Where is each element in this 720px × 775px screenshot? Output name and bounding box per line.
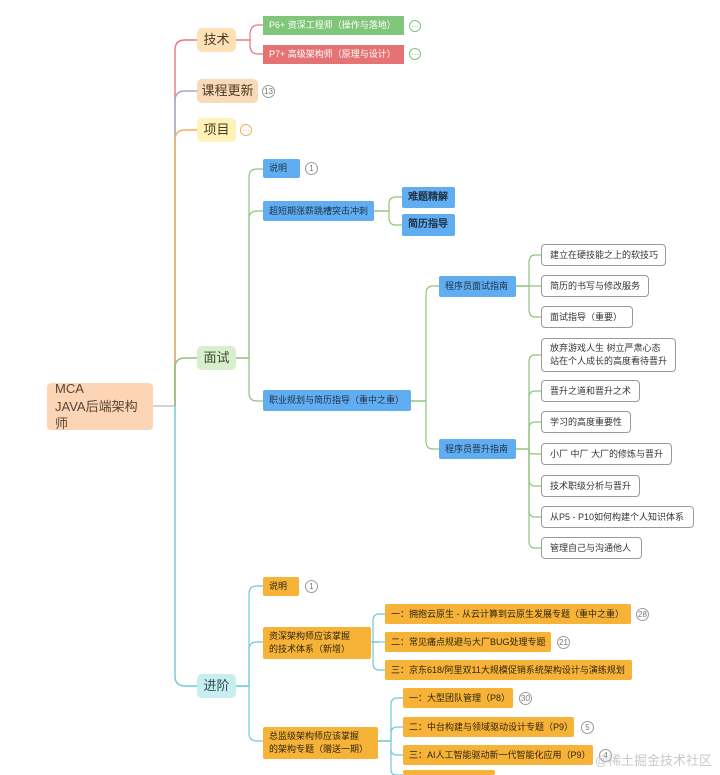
chief-team-count-badge[interactable]: 30 bbox=[519, 692, 532, 705]
senior-promotion-node[interactable]: 三：京东618/阿里双11大规模促销系统架构设计与演练规划 bbox=[385, 660, 632, 680]
branch-tech[interactable]: 技术 bbox=[197, 28, 236, 52]
promote-company-item[interactable]: 小厂 中厂 大厂的修炼与晋升 bbox=[541, 443, 672, 465]
branch-project[interactable]: 项目 bbox=[197, 118, 236, 142]
root-line2: JAVA后端架构师 bbox=[55, 398, 138, 432]
promote-knowledge-item[interactable]: 从P5 - P10如何构建个人知识体系 bbox=[541, 506, 694, 528]
advanced-explain-count-badge[interactable]: 1 bbox=[305, 580, 318, 593]
branch-course-update[interactable]: 课程更新 bbox=[197, 79, 258, 103]
chief-ddd-count-badge[interactable]: 5 bbox=[581, 721, 594, 734]
course-count-badge[interactable]: 13 bbox=[262, 85, 275, 98]
project-expand-icon[interactable]: ⋯ bbox=[240, 124, 252, 136]
promote-management-item[interactable]: 管理自己与沟通他人 bbox=[541, 537, 642, 559]
career-promote-node[interactable]: 程序员晋升指南 bbox=[439, 439, 516, 459]
sprint-puzzle-node[interactable]: 难题精解 bbox=[402, 187, 455, 208]
chief-line1: 总监级架构师应该掌握 bbox=[269, 730, 360, 741]
tech-p7-expand-icon[interactable]: ⋯ bbox=[409, 48, 421, 60]
chief-ai-count-badge[interactable]: 4 bbox=[599, 749, 612, 762]
branch-interview[interactable]: 面试 bbox=[197, 346, 236, 370]
watermark: @稀土掘金技术社区 bbox=[594, 753, 712, 768]
tech-p7-node[interactable]: P7+ 高级架构师（原理与设计） bbox=[263, 45, 404, 64]
career-guide-node[interactable]: 程序员面试指南 bbox=[439, 276, 516, 297]
sprint-resume-node[interactable]: 简历指导 bbox=[402, 214, 455, 236]
advanced-explain-node[interactable]: 说明 bbox=[263, 577, 299, 596]
guide-soft-skills-item[interactable]: 建立在硬技能之上的软技巧 bbox=[541, 244, 666, 266]
interview-career-node[interactable]: 职业规划与简历指导（重中之重） bbox=[263, 390, 411, 411]
tech-p6-expand-icon[interactable]: ⋯ bbox=[409, 20, 421, 32]
branch-advanced[interactable]: 进阶 bbox=[197, 674, 236, 698]
chief-line2: 的架构专题（赠送一期） bbox=[269, 744, 369, 754]
advanced-chief-node[interactable]: 总监级架构师应该掌握 的架构专题（赠送一期） bbox=[263, 727, 378, 759]
guide-resume-service-item[interactable]: 简历的书写与修改服务 bbox=[541, 275, 649, 297]
guide-interview-tips-item[interactable]: 面试指导（重要） bbox=[541, 306, 633, 328]
promote-learning-item[interactable]: 学习的高度重要性 bbox=[541, 411, 631, 433]
chief-ddd-node[interactable]: 二：中台构建与领域驱动设计专题（P9） bbox=[403, 717, 574, 737]
chief-extra-node-partial[interactable] bbox=[403, 770, 495, 775]
senior-line1: 资深架构师应该掌握 bbox=[269, 630, 351, 641]
chief-ai-node[interactable]: 三：AI人工智能驱动新一代智能化应用（P9） bbox=[403, 745, 593, 765]
promote-mindset-line2: 站在个人成长的高度看待晋升 bbox=[550, 356, 668, 366]
advanced-senior-node[interactable]: 资深架构师应该掌握 的技术体系（新增） bbox=[263, 627, 371, 659]
root-node[interactable]: MCA JAVA后端架构师 bbox=[47, 381, 153, 432]
promote-mindset-item[interactable]: 放弃游戏人生 树立严肃心态 站在个人成长的高度看待晋升 bbox=[541, 338, 676, 372]
senior-cloud-native-node[interactable]: 一：拥抱云原生 - 从云计算到云原生发展专题（重中之重） bbox=[385, 604, 631, 624]
senior-cloud-native-count-badge[interactable]: 28 bbox=[636, 608, 649, 621]
chief-team-node[interactable]: 一：大型团队管理（P8） bbox=[403, 688, 513, 708]
promote-level-item[interactable]: 技术职级分析与晋升 bbox=[541, 475, 640, 497]
promote-way-item[interactable]: 晋升之道和晋升之术 bbox=[541, 380, 640, 402]
interview-explain-count-badge[interactable]: 1 bbox=[305, 162, 318, 175]
senior-bug-node[interactable]: 二：常见痛点规避与大厂BUG处理专题 bbox=[385, 632, 551, 652]
senior-line2: 的技术体系（新增） bbox=[269, 644, 351, 654]
interview-sprint-node[interactable]: 超短期涨薪跳槽突击冲刺 bbox=[263, 201, 374, 221]
senior-bug-count-badge[interactable]: 21 bbox=[557, 636, 570, 649]
promote-mindset-line1: 放弃游戏人生 树立严肃心态 bbox=[550, 342, 661, 353]
tech-p6-node[interactable]: P6+ 资深工程师（操作与落地） bbox=[263, 16, 404, 35]
root-line1: MCA bbox=[55, 381, 84, 397]
interview-explain-node[interactable]: 说明 bbox=[263, 159, 300, 178]
